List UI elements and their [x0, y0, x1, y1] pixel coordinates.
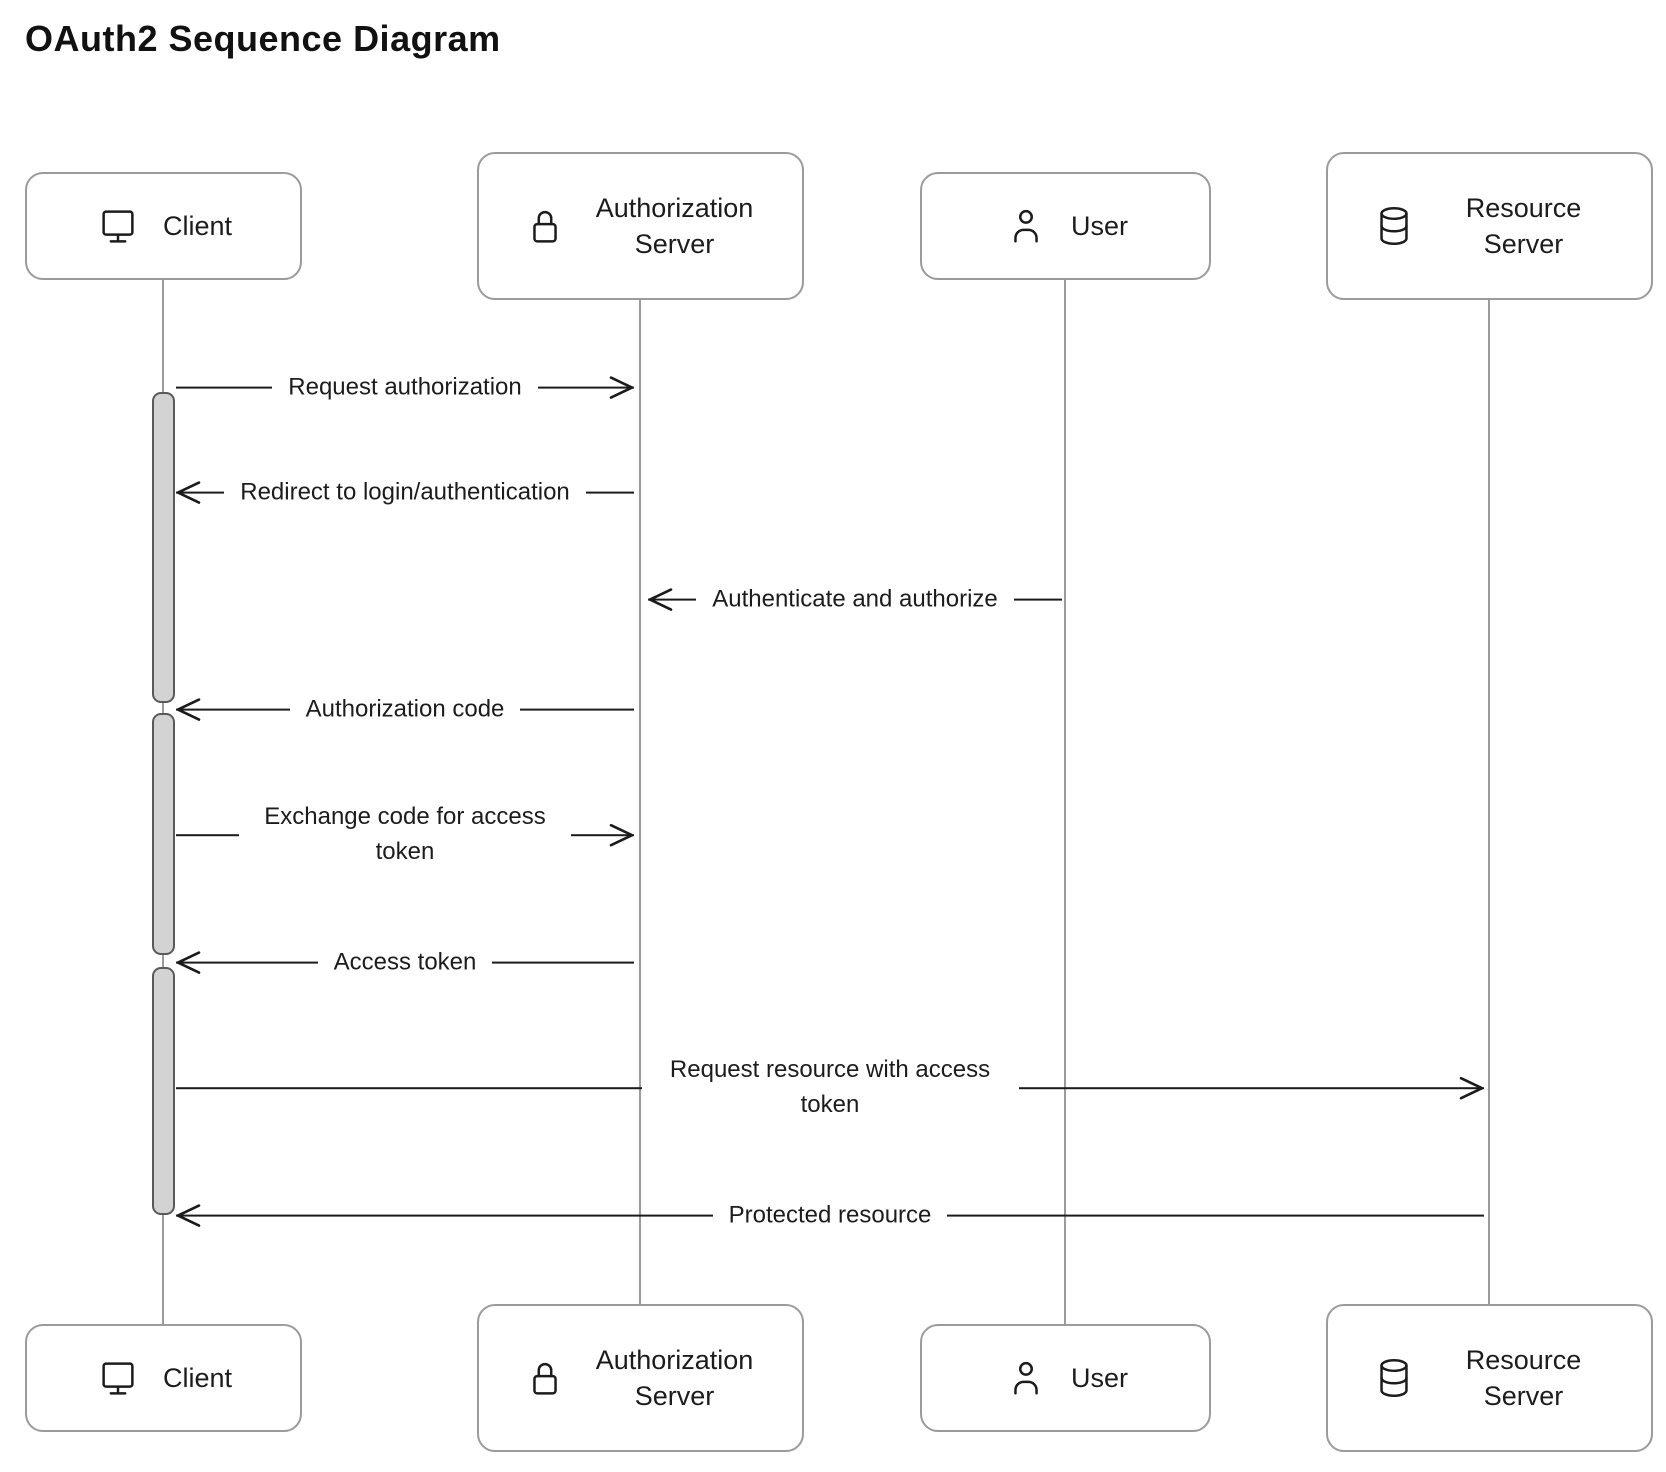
lock-icon — [522, 1355, 568, 1401]
actor-box-resource-server-bottom: Resource Server — [1326, 1304, 1653, 1452]
message-line — [537, 386, 635, 389]
message-label: Request authorization — [282, 368, 528, 408]
monitor-icon — [95, 203, 141, 249]
message-label: Authorization code — [299, 690, 511, 730]
monitor-icon — [95, 1355, 141, 1401]
message-line — [176, 708, 290, 711]
message-access-token: Access token — [176, 943, 635, 983]
arrowhead-right-icon — [604, 374, 634, 402]
message-label: Redirect to login/authentication — [234, 473, 576, 513]
message-line — [176, 491, 225, 494]
message-label: Authenticate and authorize — [706, 580, 1004, 620]
message-line — [648, 598, 697, 601]
message-line — [176, 386, 273, 389]
arrowhead-right-icon — [604, 821, 634, 849]
actor-box-authorization-server-top: Authorization Server — [477, 152, 804, 300]
message-line — [571, 834, 634, 836]
message-request-resource: Request resource with access token — [176, 1051, 1484, 1125]
actor-box-user-bottom: User — [920, 1324, 1211, 1432]
actor-label: User — [1070, 210, 1128, 241]
actor-box-authorization-server-bottom: Authorization Server — [477, 1304, 804, 1452]
activation-bar — [152, 392, 175, 703]
message-line — [1018, 1087, 1484, 1089]
message-line — [1013, 598, 1063, 601]
message-line — [947, 1214, 1484, 1217]
lock-icon — [522, 203, 568, 249]
arrowhead-right-icon — [1454, 1074, 1484, 1102]
actor-label: Authorization Server — [595, 192, 754, 259]
lifeline-resource-server — [1488, 300, 1491, 1304]
message-protected-resource: Protected resource — [176, 1196, 1484, 1236]
message-line — [492, 961, 635, 964]
actor-label: Resource Server — [1465, 1344, 1582, 1411]
database-icon — [1371, 1355, 1417, 1401]
message-line — [176, 834, 239, 836]
message-request-authorization: Request authorization — [176, 368, 635, 408]
actor-box-user-top: User — [920, 172, 1211, 280]
actor-box-resource-server-top: Resource Server — [1326, 152, 1653, 300]
user-icon — [1003, 203, 1049, 249]
actor-label: User — [1070, 1362, 1128, 1393]
user-icon — [1003, 1355, 1049, 1401]
activation-bar — [152, 967, 175, 1215]
message-label: Exchange code for access token — [249, 798, 561, 872]
message-exchange-code: Exchange code for access token — [176, 798, 634, 872]
actor-label: Client — [162, 210, 233, 241]
lifeline-authorization-server — [639, 300, 642, 1304]
lifeline-user — [1064, 280, 1067, 1324]
message-authorization-code: Authorization code — [176, 690, 635, 730]
message-redirect-to-login: Redirect to login/authentication — [176, 473, 635, 513]
actor-label: Authorization Server — [595, 1344, 754, 1411]
message-line — [585, 491, 635, 494]
message-line — [176, 961, 318, 964]
actor-label: Resource Server — [1465, 192, 1582, 259]
message-label: Access token — [327, 943, 483, 983]
actor-box-client-bottom: Client — [25, 1324, 302, 1432]
message-line — [176, 1087, 642, 1089]
database-icon — [1371, 203, 1417, 249]
message-label: Request resource with access token — [651, 1051, 1009, 1125]
message-line — [520, 708, 635, 711]
actor-box-client-top: Client — [25, 172, 302, 280]
message-label: Protected resource — [722, 1196, 938, 1236]
diagram-title: OAuth2 Sequence Diagram — [25, 18, 501, 59]
message-line — [176, 1214, 713, 1217]
actor-label: Client — [162, 1362, 233, 1393]
activation-bar — [152, 713, 175, 955]
message-authenticate-and-authorize: Authenticate and authorize — [648, 580, 1063, 620]
